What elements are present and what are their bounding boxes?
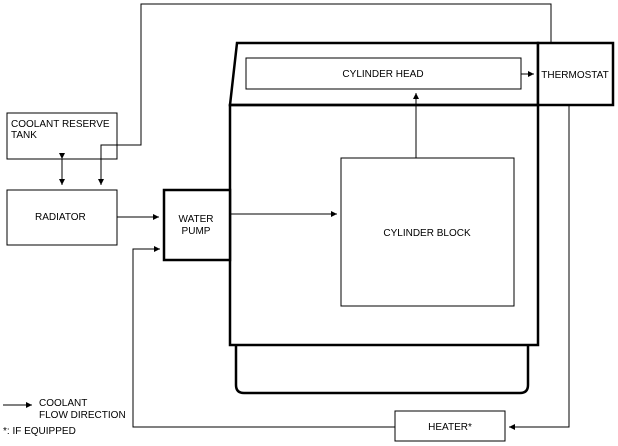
coolant-reserve-tank-label-line-2: TANK	[11, 130, 37, 141]
legend: COOLANT FLOW DIRECTION *: IF EQUIPPED	[3, 398, 126, 437]
cylinder-head-label: CYLINDER HEAD	[342, 69, 423, 80]
radiator-label: RADIATOR	[35, 212, 86, 223]
heater-box	[394, 410, 506, 442]
cylinder-head-box	[245, 57, 522, 90]
coolant-reserve-tank-label-line-1: COOLANT RESERVE	[11, 119, 110, 130]
radiator-box	[6, 189, 118, 246]
cylinder-block-label: CYLINDER BLOCK	[383, 228, 471, 239]
thermostat-label: THERMOSTAT	[541, 70, 608, 81]
heater-label: HEATER*	[428, 422, 472, 433]
legend-flow-label-line-1: COOLANT	[39, 398, 87, 409]
cylinder-block-box	[340, 157, 515, 307]
water-pump-box	[162, 188, 232, 262]
water-pump-label-line-2: PUMP	[182, 226, 211, 237]
legend-footnote: *: IF EQUIPPED	[3, 426, 76, 437]
heater-to-pump-arrow	[132, 246, 395, 428]
thermostat-to-heater-arrow	[509, 105, 570, 430]
legend-flow-label-line-2: FLOW DIRECTION	[39, 410, 126, 421]
thermostat-to-radiator-arrow	[98, 3, 552, 185]
water-pump-label-line-1: WATER	[179, 214, 214, 225]
thermostat-box	[536, 41, 615, 107]
flow-lines	[59, 3, 570, 430]
coolant-reserve-tank-box	[6, 112, 118, 160]
